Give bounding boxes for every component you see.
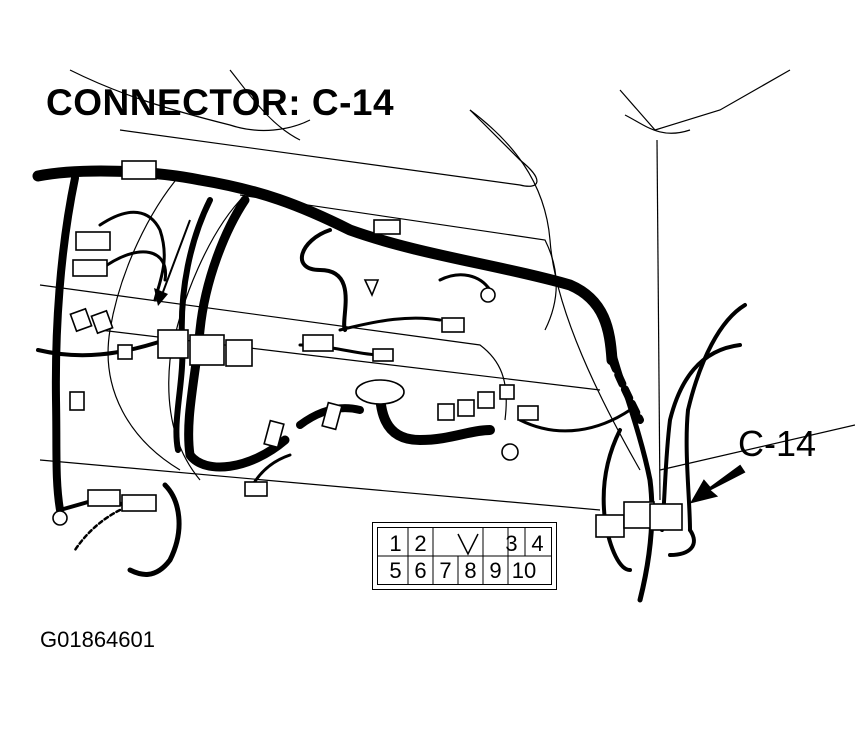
pin-1: 1 (389, 531, 402, 556)
page-title: CONNECTOR: C-14 (46, 82, 395, 123)
main-harness (32, 165, 747, 603)
pin-6: 6 (414, 558, 427, 583)
pin-5: 5 (389, 558, 402, 583)
key-notch-icon (457, 533, 479, 556)
pointer-arrows (154, 219, 746, 504)
pinout-grid (378, 528, 551, 584)
pin-2: 2 (414, 531, 427, 556)
connector-pinout: 1 2 3 4 5 6 7 8 9 10 (372, 522, 557, 590)
pin-10: 10 (511, 558, 537, 583)
figure-id: G01864601 (40, 627, 155, 652)
pinout-frame: 1 2 3 4 5 6 7 8 9 10 (377, 527, 552, 585)
pin-4: 4 (531, 531, 544, 556)
connector-callout-label: C-14 (738, 423, 817, 464)
dashboard-outline (39, 69, 855, 511)
harness-connectors (52, 160, 683, 538)
pin-8: 8 (464, 558, 477, 583)
pin-7: 7 (439, 558, 452, 583)
pin-9: 9 (489, 558, 502, 583)
